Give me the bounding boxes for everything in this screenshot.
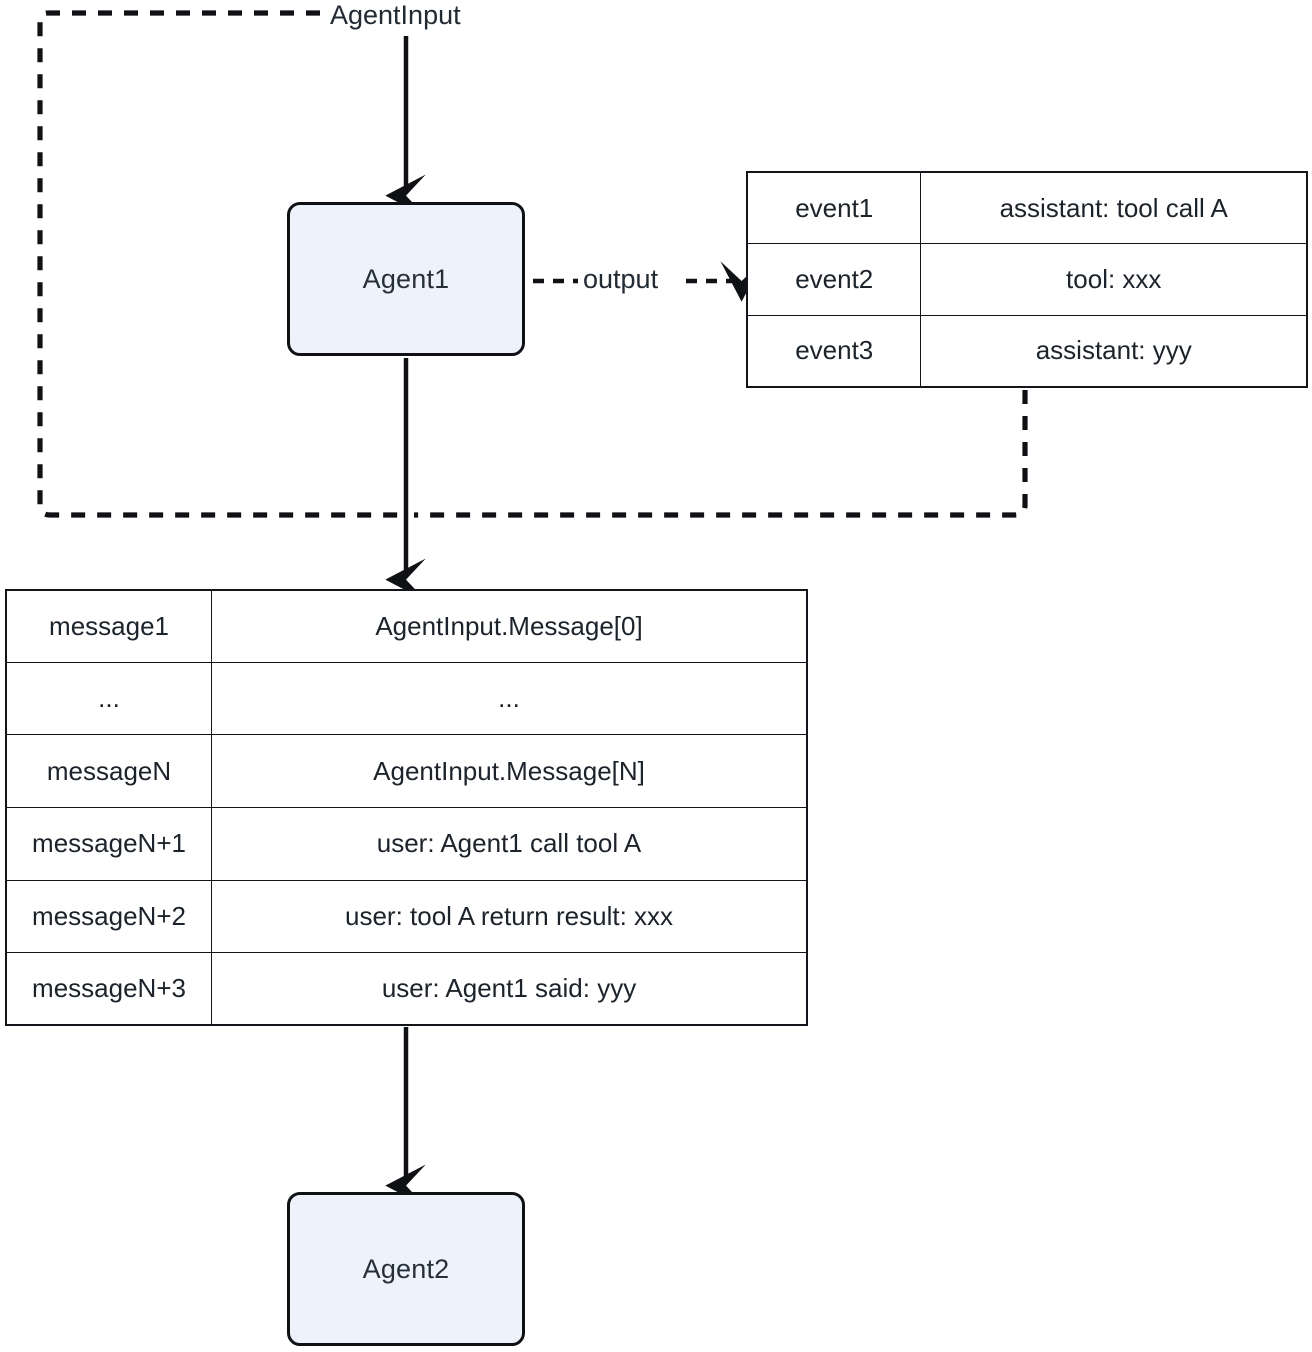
table-row: event1 assistant: tool call A — [748, 173, 1306, 245]
table-row: messageN+3 user: Agent1 said: yyy — [7, 952, 806, 1024]
table-row: event3 assistant: yyy — [748, 314, 1306, 386]
message-table: message1 AgentInput.Message[0] ... ... m… — [5, 589, 808, 1026]
message-value: ... — [211, 661, 806, 736]
message-key: ... — [7, 661, 213, 736]
message-value: AgentInput.Message[N] — [211, 734, 806, 808]
message-key: messageN+2 — [7, 879, 213, 954]
event-key: event1 — [748, 173, 922, 245]
event-key: event2 — [748, 243, 922, 316]
message-value: user: Agent1 call tool A — [211, 806, 806, 881]
event-value: assistant: tool call A — [920, 173, 1306, 245]
node-agent2[interactable]: Agent2 — [287, 1192, 525, 1346]
node-agent1-label: Agent1 — [362, 263, 450, 294]
node-agent1[interactable]: Agent1 — [287, 202, 525, 356]
event-value: assistant: yyy — [920, 314, 1306, 386]
table-row: messageN+1 user: Agent1 call tool A — [7, 806, 806, 881]
node-agent2-label: Agent2 — [362, 1253, 450, 1284]
table-row: event2 tool: xxx — [748, 243, 1306, 316]
message-key: message1 — [7, 591, 213, 663]
event-value: tool: xxx — [920, 243, 1306, 316]
table-row: ... ... — [7, 661, 806, 736]
message-value: user: tool A return result: xxx — [211, 879, 806, 954]
edge-label-output: output — [583, 264, 659, 294]
event-key: event3 — [748, 314, 922, 386]
message-value: AgentInput.Message[0] — [211, 591, 806, 663]
table-row: messageN AgentInput.Message[N] — [7, 734, 806, 808]
message-key: messageN+3 — [7, 952, 213, 1024]
event-table: event1 assistant: tool call A event2 too… — [746, 171, 1308, 388]
message-key: messageN — [7, 734, 213, 808]
message-value: user: Agent1 said: yyy — [211, 952, 806, 1024]
edge-label-agentinput: AgentInput — [330, 0, 461, 30]
message-key: messageN+1 — [7, 806, 213, 881]
table-row: message1 AgentInput.Message[0] — [7, 591, 806, 663]
table-row: messageN+2 user: tool A return result: x… — [7, 879, 806, 954]
